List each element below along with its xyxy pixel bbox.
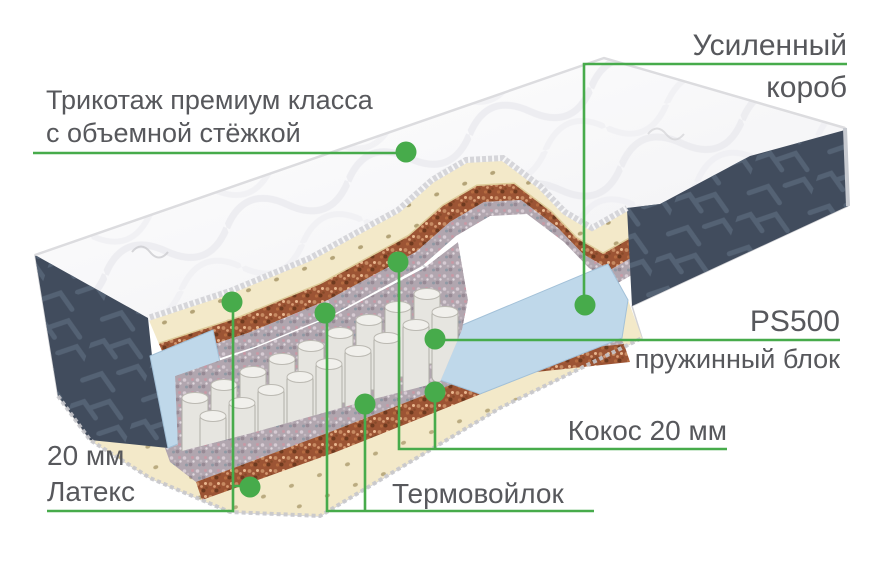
callout-dot-coconut-top: [387, 251, 409, 273]
callout-label-knit-line1: Трикотаж премиум класса: [46, 85, 373, 115]
callout-dot-coconut-bottom: [424, 381, 446, 403]
callout-label-thermofelt: Термовойлок: [392, 478, 564, 509]
callout-dot-latex-top: [221, 291, 243, 313]
callout-label-latex-line2: Латекс: [47, 476, 135, 507]
side-panel-left: [35, 255, 168, 448]
callout-line-reinforced-box: [582, 62, 847, 298]
callout-dot-knit: [395, 141, 417, 163]
spring-coils: [175, 242, 468, 452]
callout-dot-thermofelt-bottom: [354, 393, 376, 415]
callout-line-coconut: [397, 270, 727, 451]
callout-dot-latex-bottom: [239, 476, 261, 498]
callout-label-reinforced-box-line2: короб: [766, 71, 847, 104]
callout-label-latex-line1: 20 мм: [47, 440, 125, 471]
callout-label-knit: Трикотаж премиум класса с объемной стёжк…: [46, 84, 373, 150]
callout-label-reinforced-box-line1: Усиленный: [692, 29, 847, 62]
coconut-top-layer: [159, 184, 645, 360]
callout-dots: [221, 141, 596, 498]
callout-connectors: [33, 62, 847, 513]
callout-label-knit-line2: с объемной стёжкой: [46, 118, 301, 148]
callout-line-thermofelt: [325, 321, 594, 513]
callout-label-latex: 20 мм Латекс: [47, 438, 135, 510]
callout-label-spring-block-line2: пружинный блок: [634, 344, 840, 374]
quilt-logo-swirl: [647, 127, 685, 141]
callout-label-coconut: Кокос 20 мм: [567, 415, 727, 446]
callout-dot-reinforced-box: [574, 294, 596, 316]
callout-label-spring-block-line1: PS500: [749, 305, 840, 338]
coconut-bottom-layer: [196, 344, 630, 500]
quilt-logo-swirl: [131, 245, 169, 259]
callout-dot-spring-block: [424, 328, 446, 350]
side-panel-right: [627, 130, 848, 306]
felt-top-layer: [166, 200, 651, 374]
callout-dot-thermofelt-top: [314, 302, 336, 324]
